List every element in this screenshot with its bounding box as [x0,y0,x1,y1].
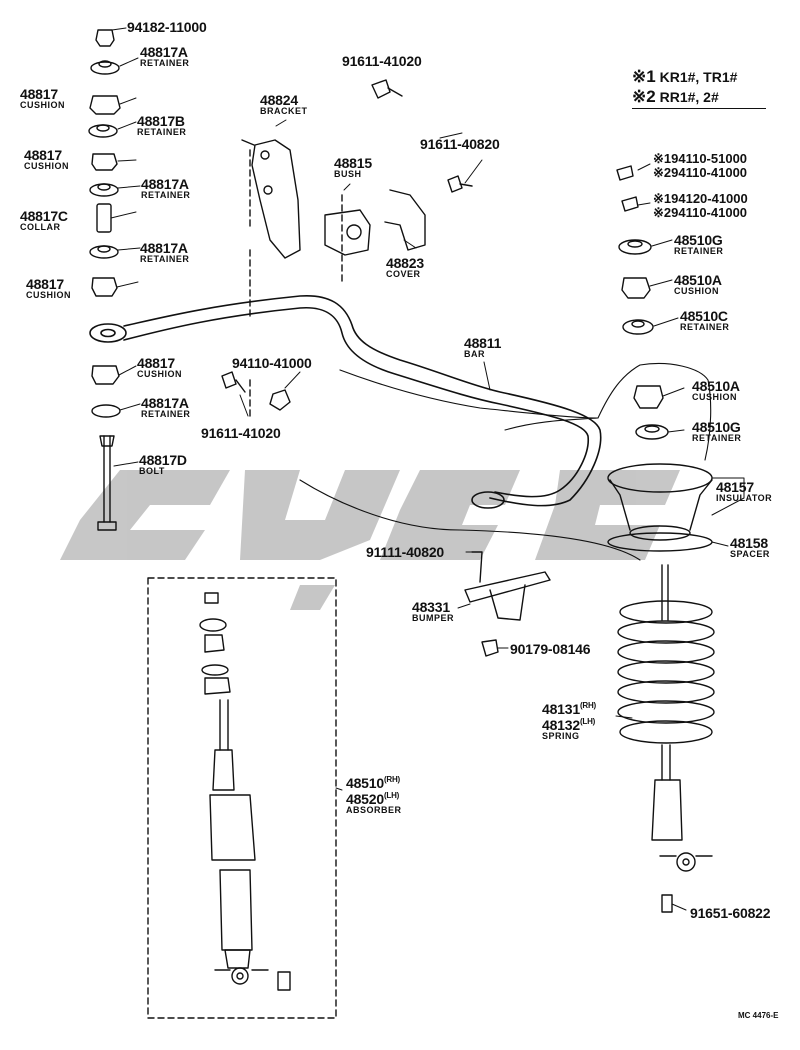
bumper-part [464,551,551,657]
legend-underline [632,108,766,109]
part-48817-cushion-2: 48817 CUSHION [24,147,70,171]
bracket-part [241,139,343,421]
part-48510G-retainer-1: 48510G RETAINER [674,232,724,256]
part-48824-bracket: 48824 BRACKET [260,92,308,116]
part-48817B-retainer: 48817B RETAINER [137,113,187,137]
part-48158-spacer: 48158 SPACER [730,535,770,559]
stabilizer-bar [89,295,602,509]
part-48131-48132-spring: 48131(RH) 48132(LH) SPRING [542,701,597,741]
part-91611-41020-a: 91611-41020 [342,53,422,69]
part-48510G-retainer-2: 48510G RETAINER [692,419,742,443]
part-94110-41000: 94110-41000 [232,355,312,371]
part-48817-cushion-4: 48817 CUSHION [137,355,183,379]
part-48510C-retainer: 48510C RETAINER [680,308,730,332]
part-94110-51000: ※194110-51000 ※294110-41000 [653,151,748,180]
bolts [221,79,639,411]
part-48817A-retainer-4: 48817A RETAINER [141,395,191,419]
part-48817A-retainer-2: 48817A RETAINER [141,176,191,200]
shock-absorber [147,577,337,1019]
part-48510A-cushion-2: 48510A CUSHION [692,378,740,402]
watermark-logo [60,470,680,610]
left-stack-parts [88,29,121,531]
part-48817-cushion-1: 48817 CUSHION [20,86,66,110]
part-91111-40820: 91111-40820 [366,544,445,560]
bush-and-cover [324,189,426,256]
part-48331-bumper: 48331 BUMPER [412,599,455,623]
part-48817-cushion-3: 48817 CUSHION [26,276,72,300]
part-91611-40820: 91611-40820 [420,136,500,152]
part-48817D-bolt: 48817D BOLT [139,452,187,476]
coil-spring-assembly [617,564,715,913]
part-48815-bush: 48815 BUSH [334,155,372,179]
diagram-code: MC 4476-E [738,1011,779,1020]
upper-mount-parts [618,239,669,440]
part-48817C-collar: 48817C COLLAR [20,208,68,232]
part-48817A-retainer-1: 48817A RETAINER [140,44,190,68]
legend-item-1: ※1 KR1#, TR1# [632,67,738,86]
part-91651-60822: 91651-60822 [690,905,771,921]
part-91611-41020-c: 91611-41020 [201,425,281,441]
part-48510A-cushion-1: 48510A CUSHION [674,272,722,296]
part-48817A-retainer-3: 48817A RETAINER [140,240,190,264]
part-48510-48520-absorber: 48510(RH) 48520(LH) ABSORBER [346,775,402,815]
part-94120-41000: ※194120-41000 ※294110-41000 [653,191,748,220]
part-48823-cover: 48823 COVER [386,255,424,279]
part-94182: 94182-11000 [127,19,207,35]
part-90179-08146: 90179-08146 [510,641,591,657]
body-outline [299,362,712,561]
leader-lines [110,27,745,911]
part-48811-bar: 48811 BAR [464,335,502,359]
part-48157-insulator: 48157 INSULATOR [716,479,773,503]
legend-item-2: ※2 RR1#, 2# [632,87,719,106]
